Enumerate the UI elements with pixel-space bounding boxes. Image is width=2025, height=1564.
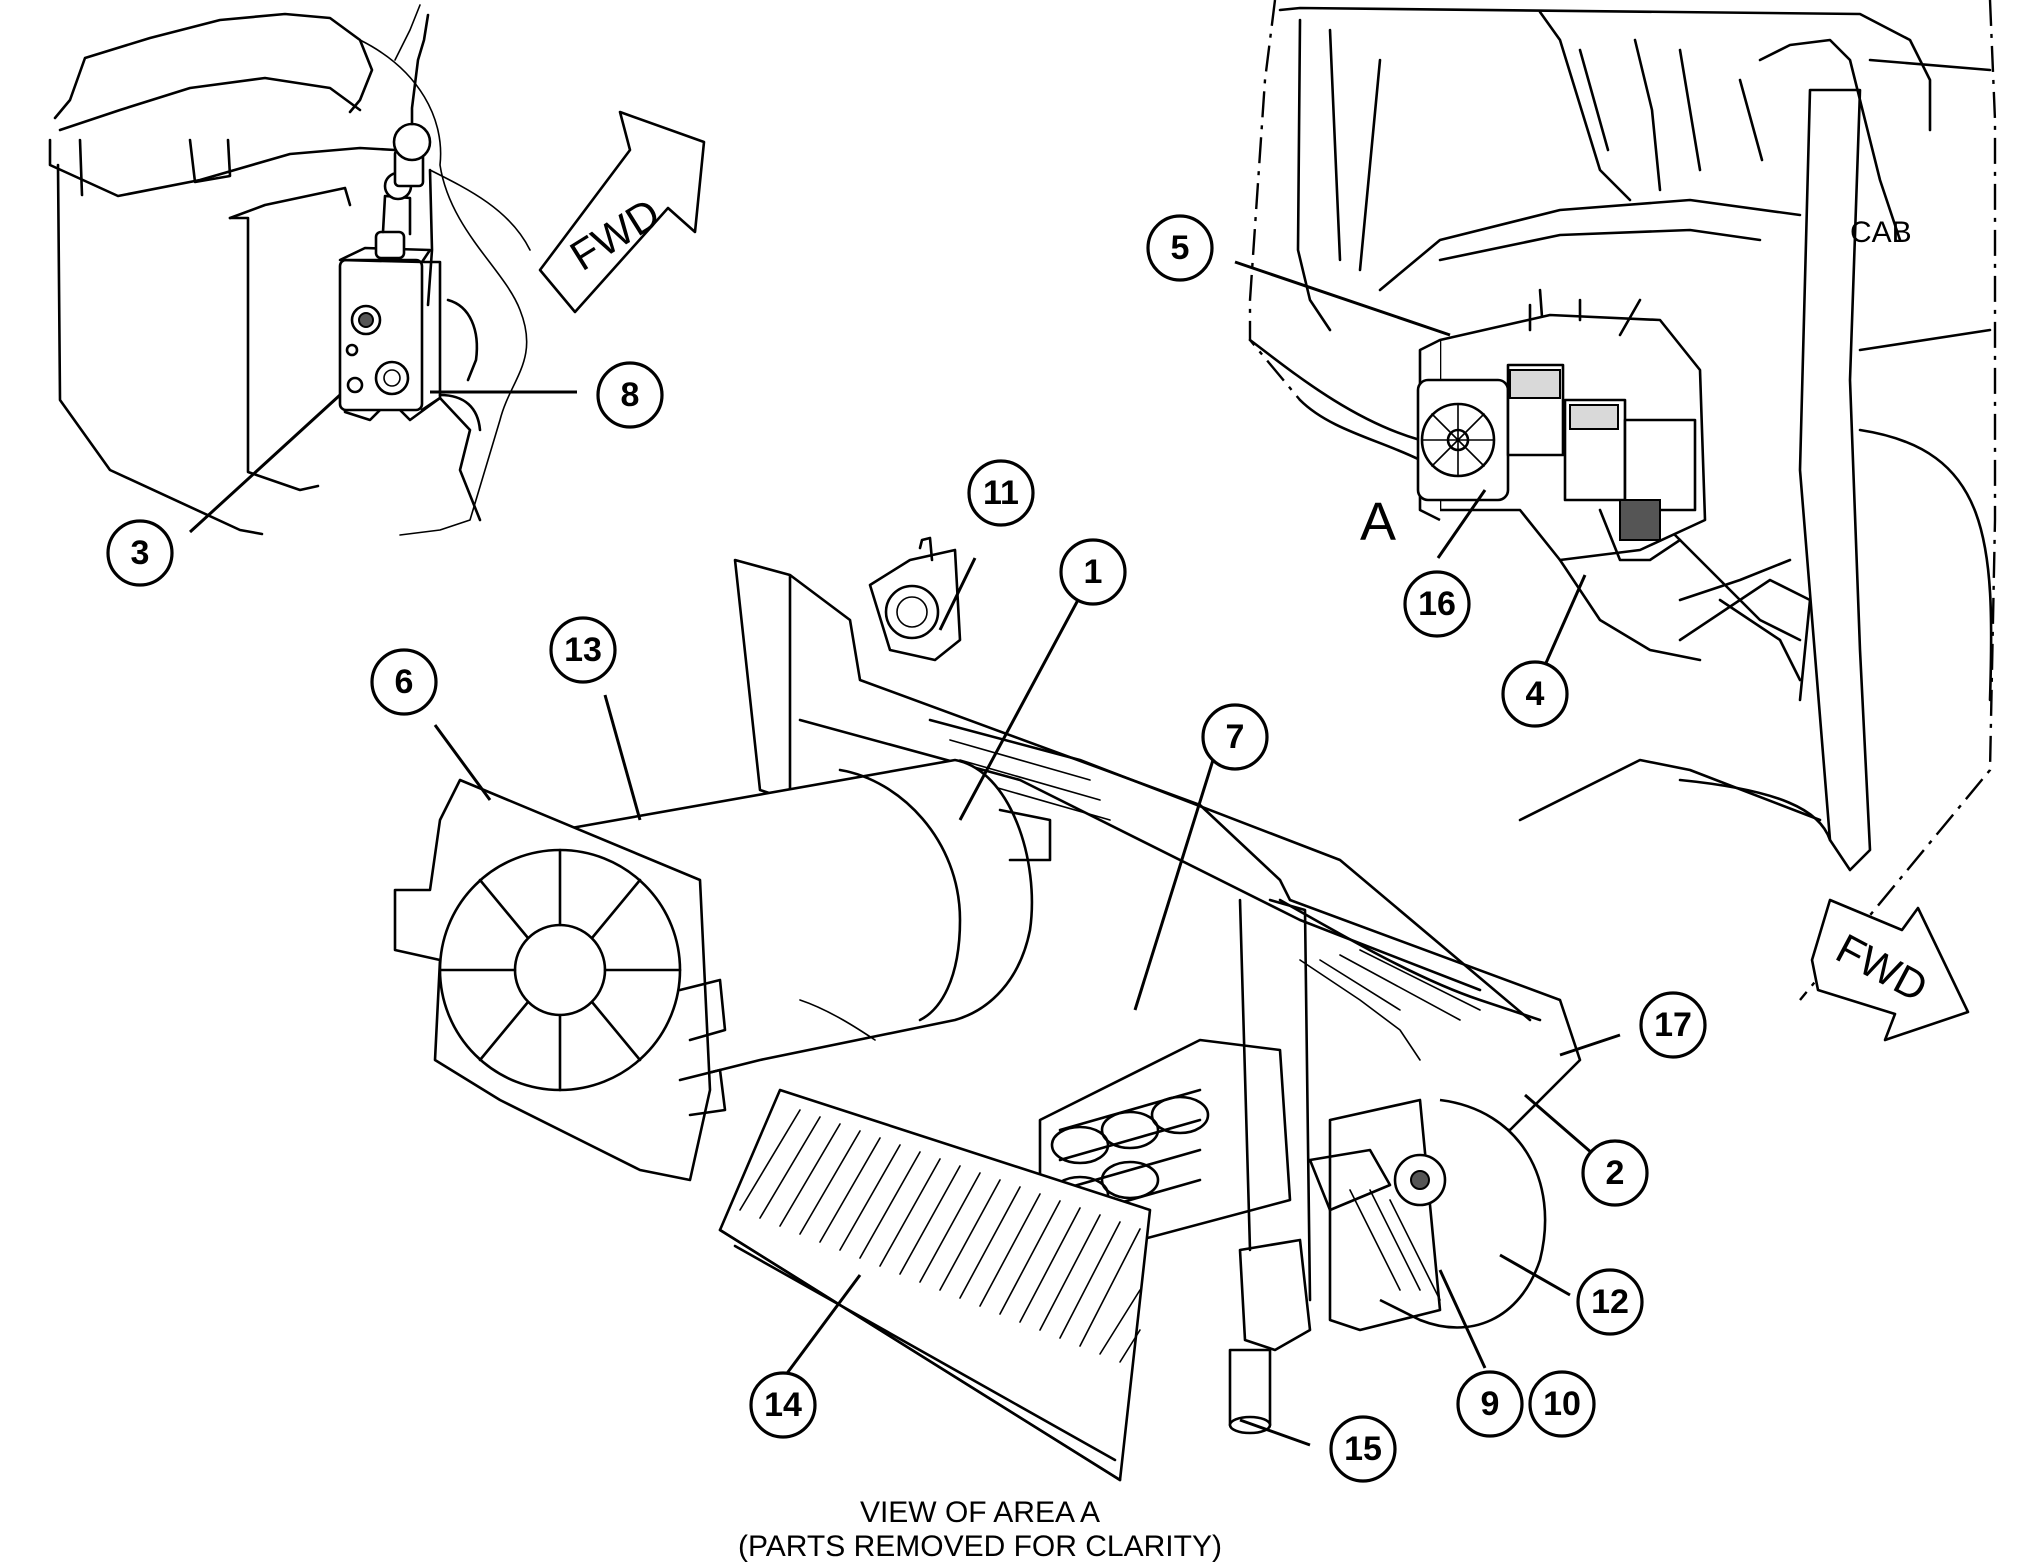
callout-16-label: 16 xyxy=(1418,585,1456,623)
callout-16: 16 xyxy=(1403,570,1471,638)
callout-15: 15 xyxy=(1329,1415,1397,1483)
callout-13-label: 13 xyxy=(564,631,602,669)
callout-4-label: 4 xyxy=(1526,675,1545,713)
callout-11-label: 11 xyxy=(983,474,1019,512)
callout-14: 14 xyxy=(749,1371,817,1439)
callout-13: 13 xyxy=(549,616,617,684)
callout-9: 9 xyxy=(1456,1370,1524,1438)
callout-4: 4 xyxy=(1501,660,1569,728)
callout-8: 8 xyxy=(596,361,664,429)
callout-14-label: 14 xyxy=(764,1386,802,1424)
callout-10-label: 10 xyxy=(1543,1385,1581,1423)
callout-6-label: 6 xyxy=(395,663,414,701)
callout-10: 10 xyxy=(1528,1370,1596,1438)
valve-detail-drawing xyxy=(48,4,531,536)
callout-12-label: 12 xyxy=(1591,1283,1629,1321)
callout-3: 3 xyxy=(106,519,174,587)
cab-view-drawing: CAB A xyxy=(1248,0,1997,1001)
callout-1: 1 xyxy=(1059,538,1127,606)
callout-5-label: 5 xyxy=(1171,229,1190,267)
callout-2-label: 2 xyxy=(1606,1154,1625,1192)
callout-3-label: 3 xyxy=(131,534,150,572)
fan-blades xyxy=(438,848,682,1092)
callout-12: 12 xyxy=(1576,1268,1644,1336)
callout-17-label: 17 xyxy=(1654,1006,1692,1044)
forward-direction-arrow-top: FWD xyxy=(538,110,706,314)
callout-7-label: 7 xyxy=(1226,718,1245,756)
callout-11: 11 xyxy=(967,459,1035,527)
callout-6: 6 xyxy=(370,648,438,716)
cab-label: CAB xyxy=(1850,216,1912,249)
callout-8-label: 8 xyxy=(621,376,640,414)
area-a-label: A xyxy=(1360,492,1396,552)
core-fins xyxy=(739,1109,1141,1363)
forward-direction-arrow-right: FWD xyxy=(1810,898,1970,1042)
leader-lines xyxy=(188,260,1621,1447)
callout-5: 5 xyxy=(1146,214,1214,282)
caption-line-2: (PARTS REMOVED FOR CLARITY) xyxy=(738,1530,1222,1563)
hvac-unit-in-cab xyxy=(1416,298,1707,562)
callout-1-label: 1 xyxy=(1084,553,1103,591)
callout-9-label: 9 xyxy=(1481,1385,1500,1423)
caption-line-1: VIEW OF AREA A xyxy=(859,1496,1101,1529)
callout-15-label: 15 xyxy=(1344,1430,1382,1468)
callout-7: 7 xyxy=(1201,703,1269,771)
callout-17: 17 xyxy=(1639,991,1707,1059)
callout-2: 2 xyxy=(1581,1139,1649,1207)
